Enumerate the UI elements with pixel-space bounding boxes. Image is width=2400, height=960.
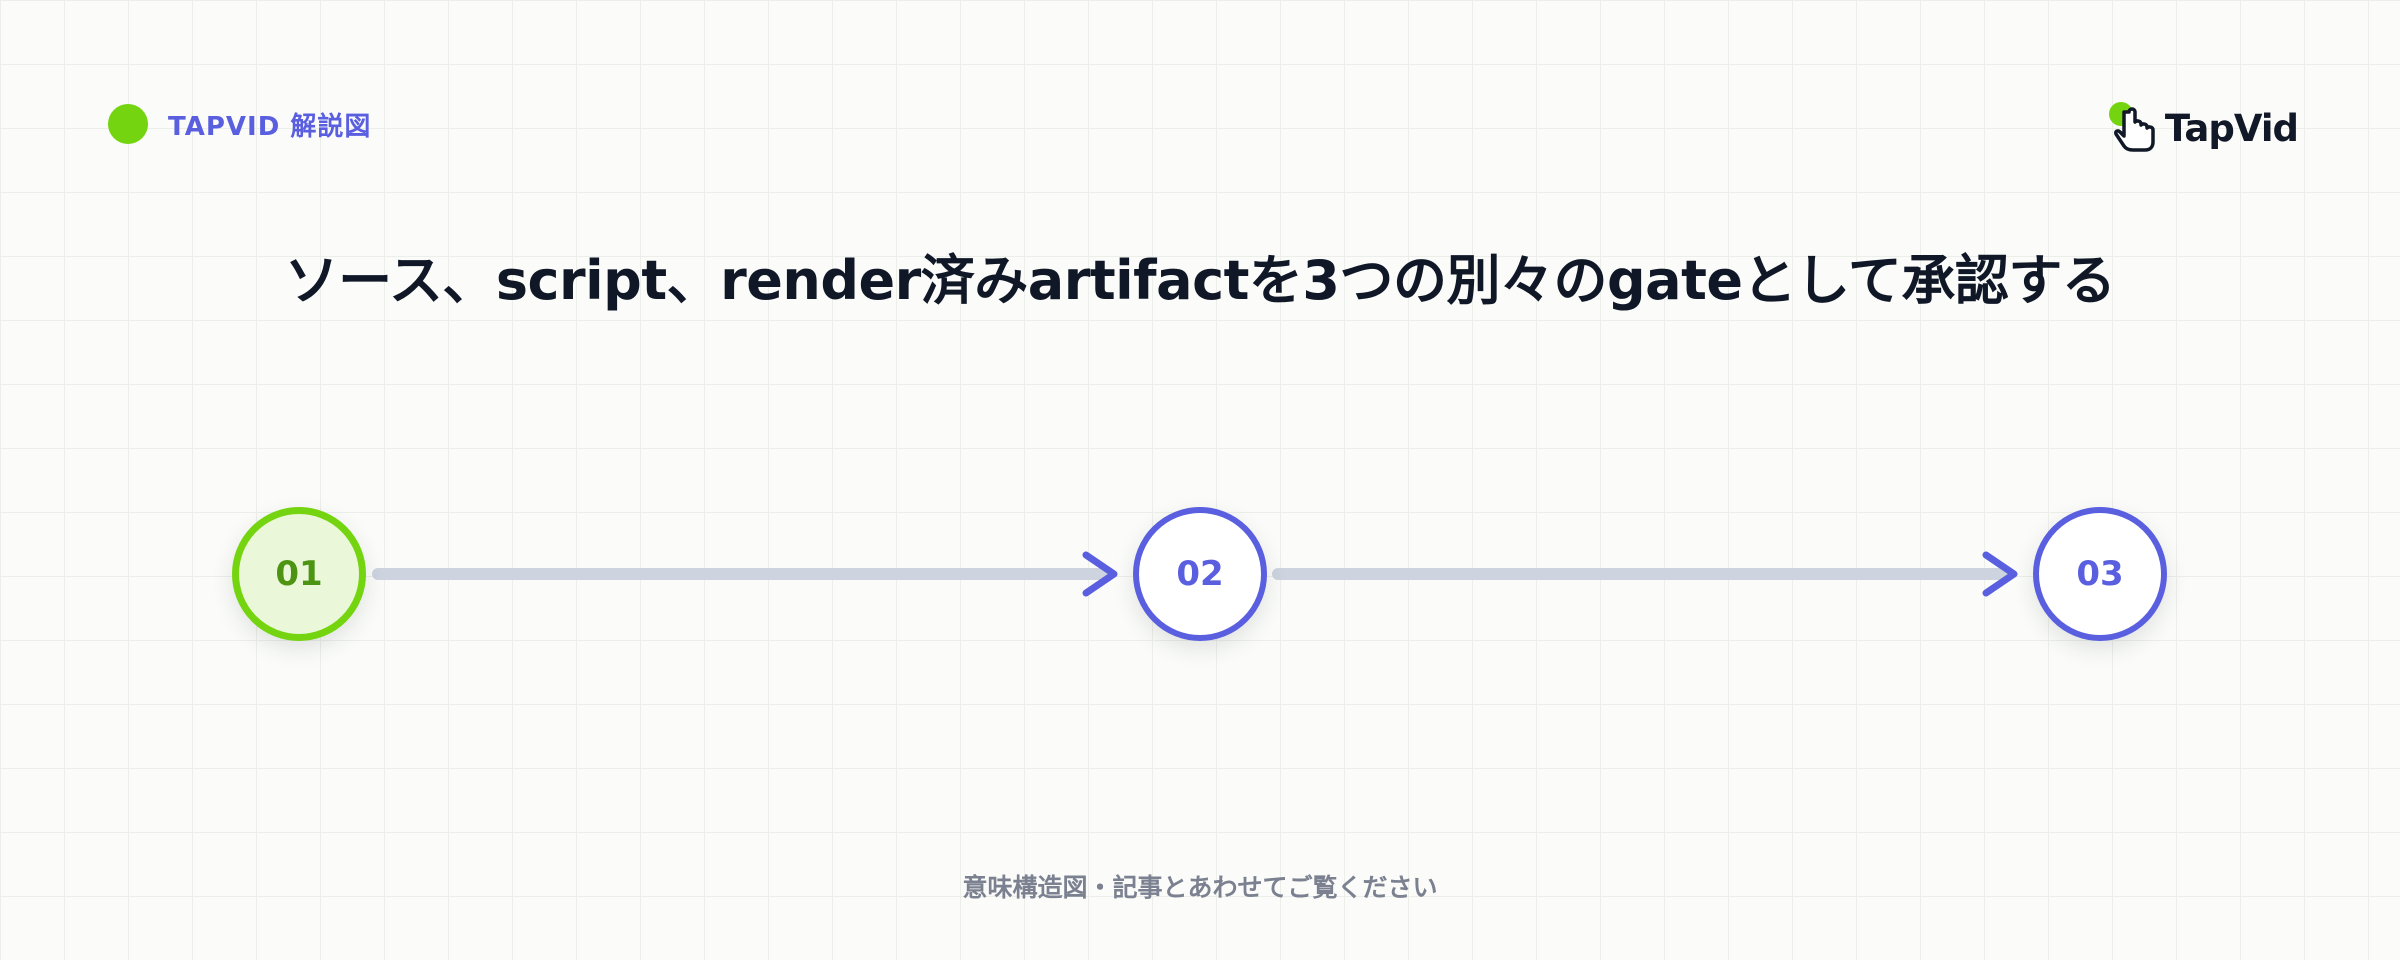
step-node-01: 01 — [232, 507, 366, 641]
arrow-right-icon — [1982, 551, 2018, 597]
step-node-02: 02 — [1133, 507, 1267, 641]
arrow-right-icon — [1082, 551, 1118, 597]
connector-line-1-2 — [372, 568, 1112, 580]
brand-header: TAPVID 解説図 — [108, 104, 371, 144]
footer-caption: 意味構造図・記事とあわせてご覧ください — [962, 873, 1438, 902]
connector-line-2-3 — [1272, 568, 2012, 580]
step-node-03: 03 — [2033, 507, 2167, 641]
step-label: 01 — [275, 554, 323, 594]
brand-dot-icon — [108, 104, 148, 144]
logo-wordmark: TapVid — [2164, 106, 2299, 150]
step-label: 03 — [2076, 554, 2124, 594]
pointing-hand-icon — [2107, 100, 2163, 156]
step-label: 02 — [1176, 554, 1224, 594]
brand-label: TAPVID 解説図 — [168, 111, 372, 142]
page-title: ソース、script、render済みartifactを3つの別々のgateとし… — [284, 249, 2116, 312]
tapvid-logo: TapVid — [2107, 100, 2299, 156]
